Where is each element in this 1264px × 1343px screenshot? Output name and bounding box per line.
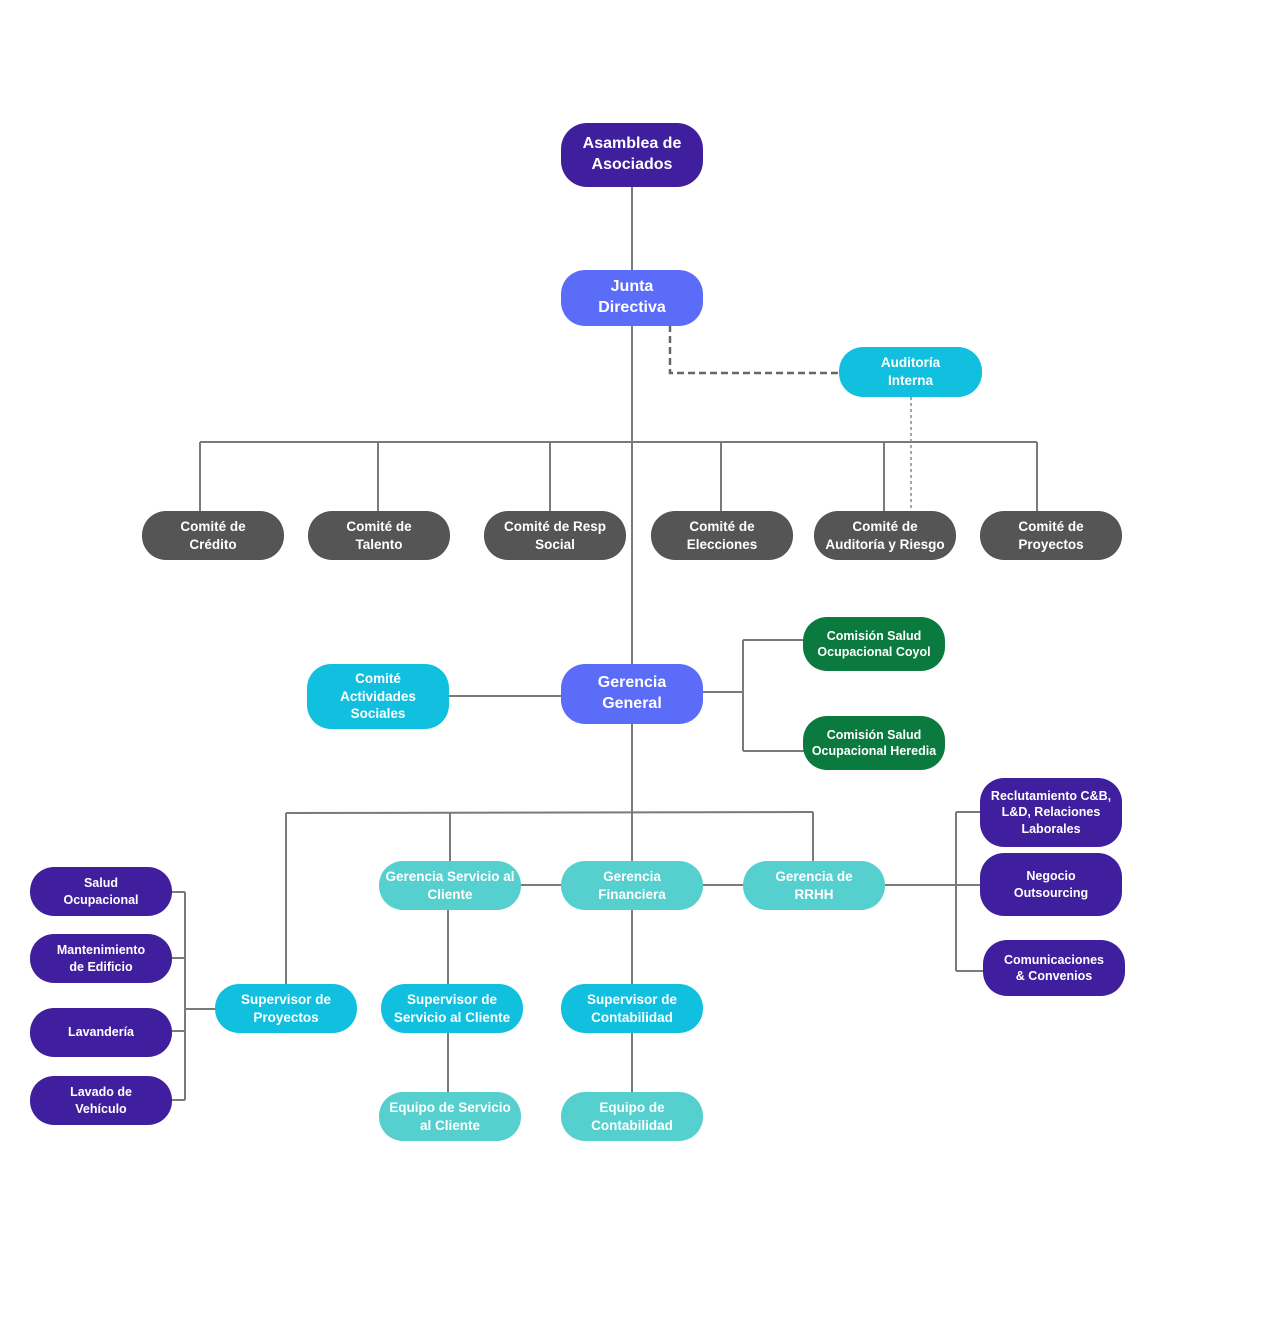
node-auditoria-interna: Auditoría Interna [839, 347, 982, 397]
node-lavado-vehiculo: Lavado de Vehículo [30, 1076, 172, 1125]
node-supervisor-servicio-cliente: Supervisor de Servicio al Cliente [381, 984, 523, 1033]
node-comite-resp-social: Comité de Resp Social [484, 511, 626, 560]
node-comunicaciones: Comunicaciones & Convenios [983, 940, 1125, 996]
node-lavanderia: Lavandería [30, 1008, 172, 1057]
node-supervisor-proyectos: Supervisor de Proyectos [215, 984, 357, 1033]
node-comite-credito: Comité de Crédito [142, 511, 284, 560]
node-junta-directiva: Junta Directiva [561, 270, 703, 326]
node-mantenimiento-edificio: Mantenimiento de Edificio [30, 934, 172, 983]
connector-gerencias-bus [285, 811, 814, 814]
node-comite-actividades-sociales: Comité Actividades Sociales [307, 664, 449, 729]
node-reclutamiento: Reclutamiento C&B, L&D, Relaciones Labor… [980, 778, 1122, 847]
node-gerencia-rrhh: Gerencia de RRHH [743, 861, 885, 910]
node-gerencia-servicio-cliente: Gerencia Servicio al Cliente [379, 861, 521, 910]
node-gerencia-general: Gerencia General [561, 664, 703, 724]
node-comite-talento: Comité de Talento [308, 511, 450, 560]
node-comision-heredia: Comisión Salud Ocupacional Heredia [803, 716, 945, 770]
node-equipo-servicio-cliente: Equipo de Servicio al Cliente [379, 1092, 521, 1141]
node-supervisor-contabilidad: Supervisor de Contabilidad [561, 984, 703, 1033]
node-gerencia-financiera: Gerencia Financiera [561, 861, 703, 910]
node-comite-elecciones: Comité de Elecciones [651, 511, 793, 560]
node-negocio-outsourcing: Negocio Outsourcing [980, 853, 1122, 916]
node-salud-ocupacional: Salud Ocupacional [30, 867, 172, 916]
node-comite-proyectos: Comité de Proyectos [980, 511, 1122, 560]
node-asamblea: Asamblea de Asociados [561, 123, 703, 187]
node-comision-coyol: Comisión Salud Ocupacional Coyol [803, 617, 945, 671]
node-equipo-contabilidad: Equipo de Contabilidad [561, 1092, 703, 1141]
connector-auditoria-dashed [668, 325, 840, 375]
node-comite-auditoria-riesgo: Comité de Auditoría y Riesgo [814, 511, 956, 560]
